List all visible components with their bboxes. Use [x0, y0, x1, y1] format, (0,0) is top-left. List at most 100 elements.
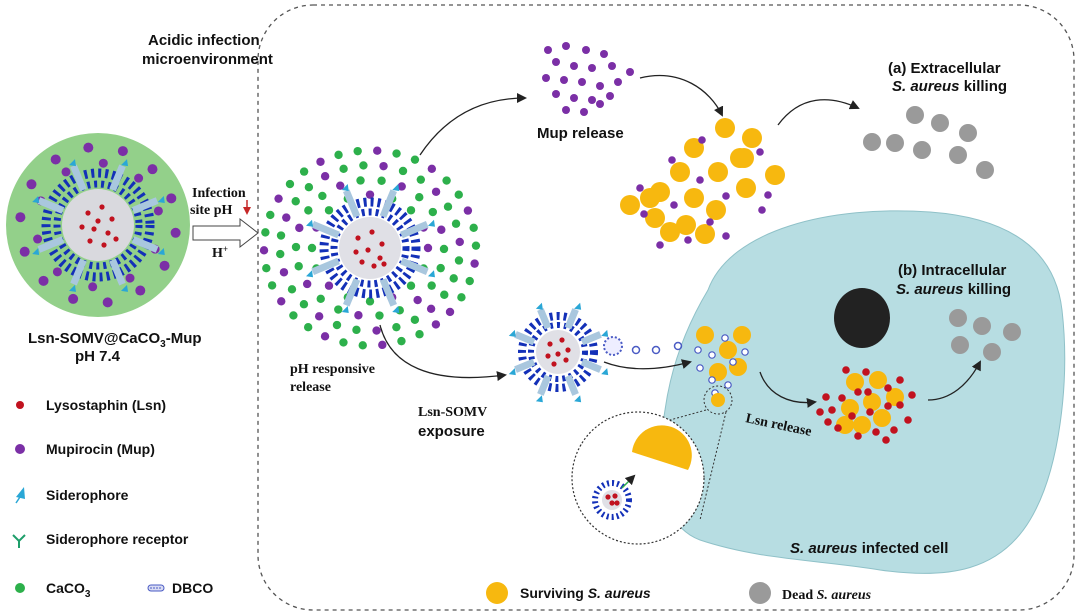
dead-bacterium [906, 106, 924, 124]
siderophore-stalk [131, 197, 159, 214]
mupirocin-dot [608, 62, 616, 70]
dead-bacterium [863, 133, 881, 151]
caco3-dot [307, 243, 317, 253]
arrow-to-dead-extra [777, 99, 860, 126]
mupirocin-dot [684, 236, 692, 244]
caco3-dot [451, 219, 461, 228]
lysostaphin-dot [91, 226, 97, 232]
dbco-particle [708, 376, 716, 384]
surviving-bacterium [660, 222, 680, 242]
arrow-mup-to-bacteria [639, 74, 724, 117]
caco3-dot [299, 300, 309, 309]
siderophore-tip [574, 395, 582, 403]
mupirocin-dot [582, 46, 590, 54]
lysostaphin-dot [854, 432, 862, 440]
lysostaphin-dot [87, 238, 93, 244]
dbco-particle [694, 346, 702, 354]
mupirocin-dot [463, 206, 473, 215]
siderophore-tip [601, 329, 609, 337]
dead-bacterium [973, 317, 991, 335]
lysostaphin-dot [824, 418, 832, 426]
mupirocin-dot [379, 161, 388, 171]
siderophore-stalk [580, 331, 602, 346]
lysostaphin-dot [872, 428, 880, 436]
caco3-dot [339, 164, 348, 174]
lysostaphin-dot [834, 424, 842, 432]
legend-mupirocin: Mupirocin (Mup) [46, 441, 155, 457]
mupirocin-dot [336, 181, 345, 190]
legend-siderophore-receptor: Siderophore receptor [46, 531, 189, 547]
infection-label-line2: site pH [190, 203, 233, 218]
legend-surviving: Surviving S. aureus [520, 585, 651, 601]
caco3-dot [415, 330, 424, 339]
arrow-to-lsn-somv [379, 324, 507, 382]
lysostaphin-dot [842, 366, 850, 374]
particle-label-line2: pH 7.4 [75, 348, 121, 365]
siderophore-stalk [537, 374, 552, 396]
extracellular-line2: S. aureus killing [892, 78, 1007, 95]
siderophore-stalk [131, 236, 159, 253]
mupirocin-dot [542, 74, 550, 82]
siderophore-stalk [379, 189, 397, 218]
mupirocin-dot [117, 146, 128, 157]
dbco-particle [696, 364, 704, 372]
caco3-dot [316, 294, 325, 304]
dead-bacterium [959, 124, 977, 142]
siderophore-tip [32, 195, 40, 203]
caco3-dot [449, 274, 458, 283]
caco3-dot [339, 338, 348, 347]
lysostaphin-swatch [16, 401, 24, 409]
siderophore-tip [535, 302, 543, 310]
lsn-somv-line1: Lsn-SOMV [418, 405, 487, 420]
mupirocin-dot [580, 108, 588, 116]
surviving-bacterium [733, 326, 751, 344]
arrow-lsn-release [759, 371, 817, 408]
caco3-dot [276, 249, 285, 259]
siderophore-icon [15, 487, 25, 504]
lysostaphin-dot [848, 412, 856, 420]
mupirocin-dot [314, 312, 324, 321]
siderophore-stalk [564, 308, 579, 330]
dead-bacterium [951, 336, 969, 354]
siderophore-tip [157, 195, 165, 203]
siderophore-stalk [311, 257, 340, 275]
caco3-dot [442, 176, 451, 185]
caco3-particle [6, 133, 190, 317]
caco3-dot [454, 256, 464, 265]
siderophore-tip [535, 395, 543, 403]
mupirocin-dot [102, 297, 113, 308]
mupirocin-dot [397, 182, 406, 191]
mupirocin-dot [431, 320, 441, 329]
lysostaphin-dot [864, 388, 872, 396]
caco3-dot [440, 290, 449, 299]
mupirocin-dot [147, 164, 158, 175]
hplus-label: H+ [212, 244, 228, 261]
mupirocin-dot [698, 136, 706, 144]
lysostaphin-dot [890, 426, 898, 434]
caco3-dot [436, 263, 445, 273]
caco3-dot [397, 336, 406, 346]
mupirocin-dot [552, 90, 560, 98]
infected-cell-label: S. aureus infected cell [790, 540, 948, 557]
caco3-dot [416, 175, 426, 184]
extracellular-line1: (a) Extracellular [888, 60, 1001, 77]
lysostaphin-dot [545, 353, 551, 359]
dead-bacterium [949, 309, 967, 327]
siderophore-tip [157, 248, 165, 256]
siderophore-tip [427, 270, 435, 278]
mupirocin-dot [596, 100, 604, 108]
surviving-bacterium [873, 409, 891, 427]
caco3-dot [299, 167, 309, 176]
dbco-particle [729, 358, 737, 366]
caco3-dot [359, 161, 368, 170]
mupirocin-dot [302, 279, 312, 289]
mupirocin-dot [445, 307, 455, 317]
mupirocin-dot [52, 267, 62, 277]
caco3-dot [365, 297, 375, 306]
surviving-bacterium [684, 138, 704, 158]
siderophore-tip [392, 184, 400, 192]
lysostaphin-dot [95, 218, 101, 224]
caco3-dot [353, 146, 362, 156]
mupirocin-dot [83, 142, 94, 153]
caco3-dot [377, 176, 386, 185]
